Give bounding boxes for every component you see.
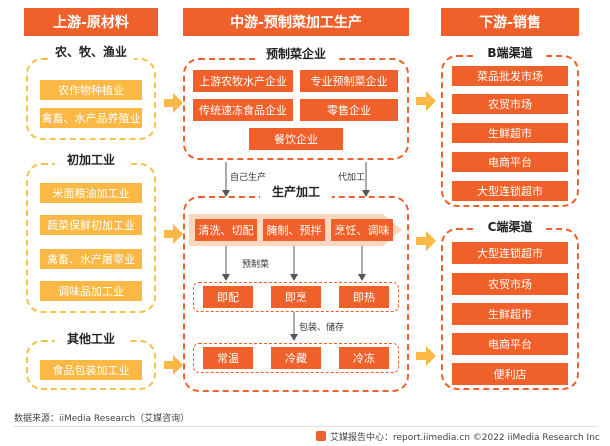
- type-ready-to-heat: 即热: [339, 286, 389, 308]
- type-ready-to-cook: 即烹: [271, 286, 321, 308]
- arrow-down-icon: [222, 274, 230, 281]
- arrow-down-icon: [358, 274, 366, 281]
- c-channel-ecommerce: 电商平台: [452, 333, 568, 355]
- step-marinate: 腌制、预拌: [263, 219, 325, 241]
- upstream-item-crop: 农作物种植业: [40, 80, 142, 100]
- midstream-header: 中游-预制菜加工生产: [183, 8, 409, 36]
- b-channel-fresh-supermarket: 生鲜超市: [452, 123, 568, 143]
- type-row: [193, 282, 399, 312]
- upstream-item-slaughter: 禽畜、水产屠宰业: [40, 249, 142, 269]
- iimedia-logo-icon: [316, 431, 326, 441]
- upstream-item-grain: 米面粮油加工业: [40, 183, 142, 203]
- downstream-group-c-title: C端渠道: [476, 218, 544, 235]
- arrows-step-to-type: [222, 246, 366, 281]
- upstream-header: 上游-原材料: [24, 8, 158, 36]
- c-channel-chain-supermarket: 大型连锁超市: [452, 242, 568, 264]
- pack-storage-label: 包装、储存: [299, 323, 345, 333]
- arrow-right-icon: [416, 346, 436, 366]
- source-note: 数据来源：iiMedia Research（艾媒咨询）: [14, 414, 190, 424]
- downstream-group-b-title: B端渠道: [476, 44, 544, 61]
- upstream-group-farming-title: 农、牧、渔业: [48, 43, 134, 60]
- b-channel-ecommerce: 电商平台: [452, 152, 568, 172]
- production-title: 生产加工: [260, 183, 332, 200]
- storage-row: [193, 343, 399, 373]
- storage-chilled: 冷藏: [271, 347, 321, 369]
- arrow-down-icon: [290, 274, 298, 281]
- footer-credit: 艾媒报告中心：report.iimedia.cn ©2022 iiMedia R…: [330, 433, 600, 443]
- enterprise-item-specialized: 专业预制菜企业: [300, 70, 398, 92]
- b-channel-chain-supermarket: 大型连锁超市: [452, 181, 568, 201]
- upstream-item-livestock: 禽畜、水产品养殖业: [40, 108, 142, 128]
- upstream-group-primary-title: 初加工业: [55, 151, 127, 168]
- arrow-right-icon: [164, 355, 183, 375]
- arrow-pack: [290, 312, 298, 341]
- arrow-right-icon: [416, 231, 436, 251]
- step-cook: 烹饪、调味: [331, 219, 393, 241]
- enterprise-item-upstream: 上游农牧水产企业: [193, 70, 293, 92]
- step-wash-cut: 清洗、切配: [195, 219, 257, 241]
- upstream-item-packaging: 食品包装加工业: [40, 360, 142, 380]
- type-ready-to-mix: 即配: [203, 286, 253, 308]
- upstream-item-vegetable: 蔬菜保鲜初加工业: [40, 215, 142, 235]
- footer-divider: [14, 426, 598, 427]
- enterprise-title: 预制菜企业: [256, 45, 336, 62]
- arrows-enterprise-to-production: [222, 162, 370, 197]
- c-channel-farmers-market: 农贸市场: [452, 273, 568, 295]
- enterprise-item-catering: 餐饮企业: [249, 128, 343, 150]
- enterprise-item-frozen: 传统速冻食品企业: [193, 99, 293, 121]
- enterprise-item-retail: 零售企业: [300, 99, 398, 121]
- prepared-dish-label: 预制菜: [242, 260, 270, 270]
- arrow-right-icon: [164, 224, 183, 244]
- b-channel-farmers-market: 农贸市场: [452, 94, 568, 114]
- downstream-header: 下游-销售: [441, 8, 579, 36]
- upstream-group-other-title: 其他工业: [55, 330, 127, 347]
- arrows-up-to-mid: [164, 93, 183, 375]
- arrow-down-icon: [222, 190, 230, 197]
- storage-ambient: 常温: [203, 347, 253, 369]
- self-production-label: 自己生产: [230, 173, 267, 183]
- arrow-right-icon: [164, 93, 183, 113]
- b-channel-wholesale: 菜品批发市场: [452, 66, 568, 86]
- arrow-right-icon: [416, 91, 436, 111]
- c-channel-fresh-supermarket: 生鲜超市: [452, 303, 568, 325]
- storage-frozen: 冷冻: [339, 347, 389, 369]
- c-channel-convenience: 便利店: [452, 363, 568, 385]
- arrow-down-icon: [290, 334, 298, 341]
- outsourcing-label: 代加工: [338, 173, 366, 183]
- upstream-item-seasoning: 调味品加工业: [40, 281, 142, 301]
- arrows-mid-to-down: [416, 91, 436, 366]
- arrow-down-icon: [362, 190, 370, 197]
